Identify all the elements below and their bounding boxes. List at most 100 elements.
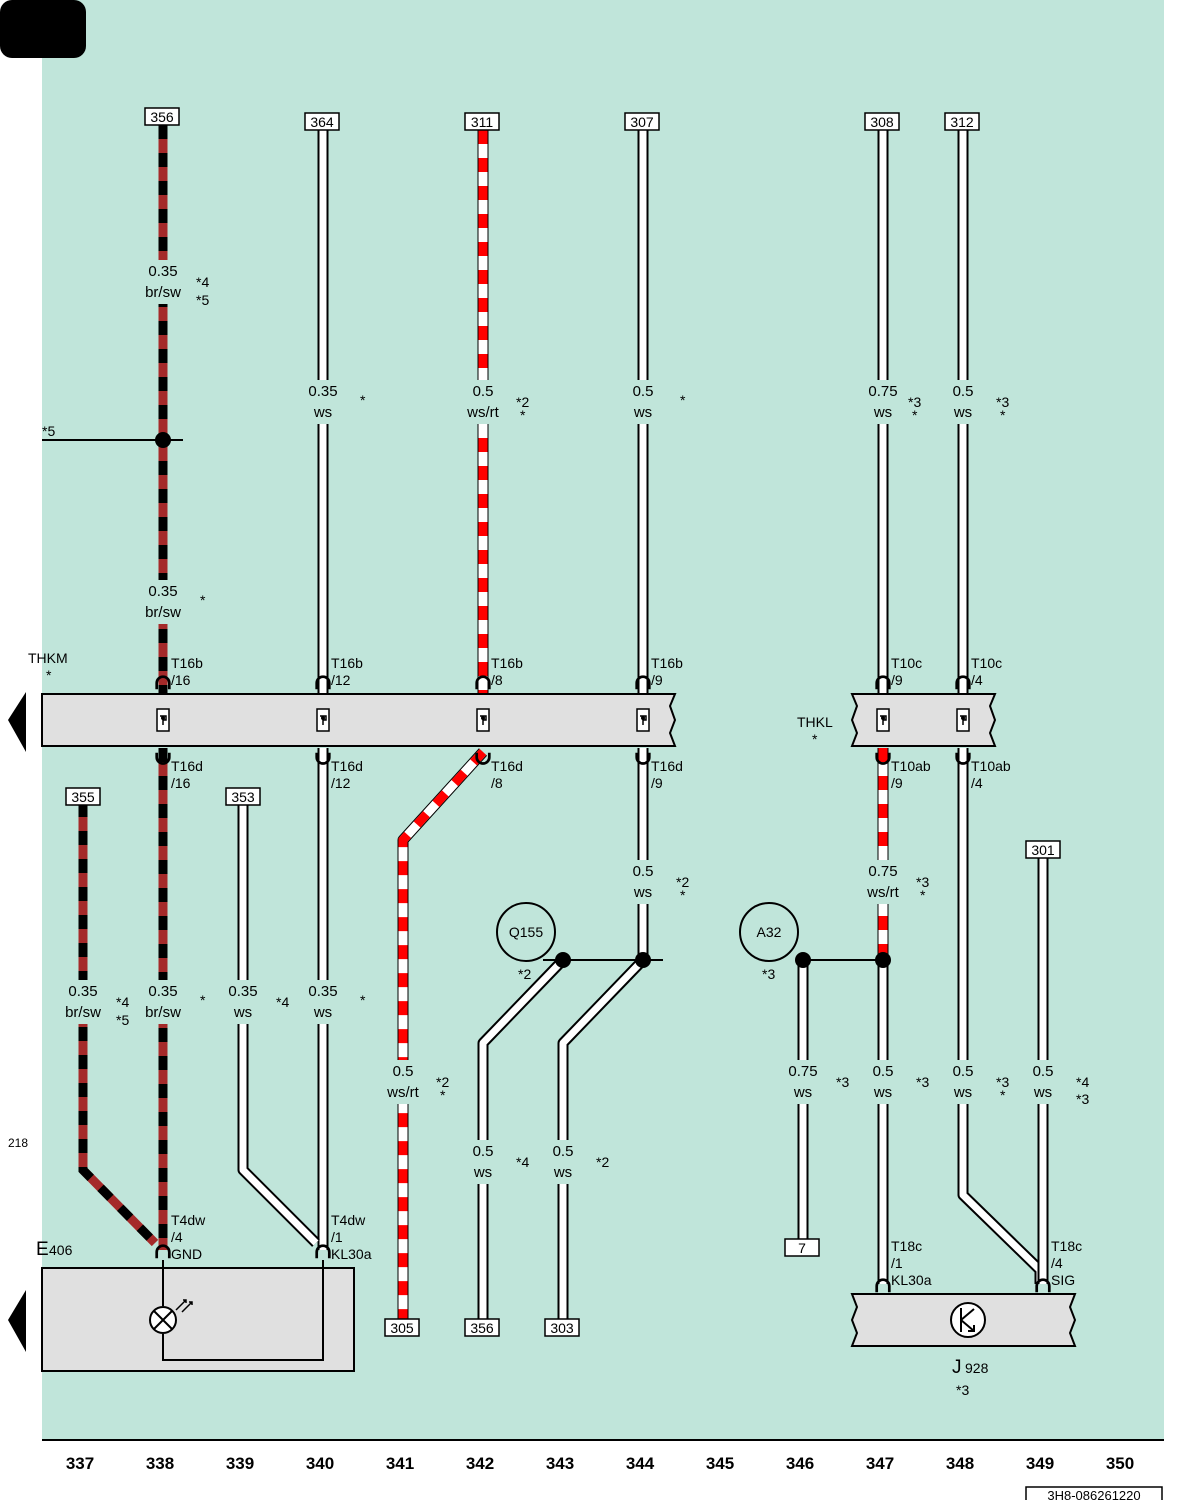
- label-backdrop: [461, 1140, 505, 1184]
- pin-label-p342b-connector: T16d: [491, 758, 523, 774]
- label-wire-347-lower-color: ws/rt: [866, 884, 899, 901]
- stub-356-bottom[interactable]: 356: [464, 1318, 500, 1337]
- label-backdrop: [861, 380, 905, 424]
- label-backdrop: [861, 860, 905, 904]
- stub-label: 7: [798, 1240, 806, 1256]
- label-backdrop: [541, 1140, 585, 1184]
- stub-303[interactable]: 303: [544, 1318, 580, 1337]
- pin-label-p340t-connector: T16b: [331, 655, 363, 671]
- label-wire-344-upper-color: ws: [633, 404, 652, 421]
- pin-label-p348b-pin: /4: [971, 775, 983, 791]
- label-wire-348-lower-color: ws: [953, 1084, 972, 1101]
- label-wire-339-color: ws: [233, 1004, 252, 1021]
- stub-311[interactable]: 311: [464, 112, 500, 131]
- stub-305[interactable]: 305: [384, 1318, 420, 1337]
- label-wire-347-upper-color: ws: [873, 404, 892, 421]
- pin-label-p348t-pin: /4: [971, 672, 983, 688]
- label-wire-344-upper-note: *: [680, 392, 686, 408]
- label-wire-339-size: 0.35: [228, 983, 257, 1000]
- label-wire-348-upper-color: ws: [953, 404, 972, 421]
- label-wire-348-lower-size: 0.5: [953, 1063, 974, 1080]
- label-wire-349-note: *4: [1076, 1074, 1089, 1090]
- label-wire-342-upper-color: ws/rt: [466, 404, 499, 421]
- stub-356-top[interactable]: 356: [144, 107, 180, 126]
- column-number: 338: [146, 1454, 174, 1473]
- label-wire-338-upper-color: br/sw: [145, 284, 181, 301]
- light-rays-icon: [175, 1299, 193, 1313]
- label-wire-348-upper-size: 0.5: [953, 383, 974, 400]
- stub-label: 355: [71, 789, 95, 805]
- label-wire-344-lower-note: *: [680, 887, 686, 903]
- label-backdrop: [621, 860, 665, 904]
- label-backdrop: [301, 380, 345, 424]
- stub-7[interactable]: 7: [784, 1238, 820, 1257]
- label-wire-348-upper-note: *3: [996, 394, 1009, 410]
- label-backdrop: [141, 980, 185, 1024]
- label-wire-344-lower-color: ws: [633, 884, 652, 901]
- label-wire-348-lower-note: *: [1000, 1087, 1006, 1103]
- stub-301[interactable]: 301: [1025, 840, 1061, 859]
- doc-id-box: [1025, 1486, 1163, 1500]
- left-arrow-thkm: [8, 692, 26, 752]
- connector-contact-icon: [876, 708, 890, 732]
- label-wire-346-size: 0.75: [788, 1063, 817, 1080]
- pin-label-p338b-pin: /16: [171, 775, 191, 791]
- label-wire-347-bottom-size: 0.5: [873, 1063, 894, 1080]
- pin-label-p344b-pin: /9: [651, 775, 663, 791]
- label-wire-338-upper-note: *4: [196, 274, 209, 290]
- wire-342-lower: [477, 956, 567, 1320]
- column-number: 337: [66, 1454, 94, 1473]
- stub-353[interactable]: 353: [225, 787, 261, 806]
- pin-label-p349j-pin: /4: [1051, 1255, 1063, 1271]
- label-wire-338-lower-color: br/sw: [145, 1004, 181, 1021]
- stub-355[interactable]: 355: [65, 787, 101, 806]
- label-wire-337-color: br/sw: [65, 1004, 101, 1021]
- label-backdrop: [381, 1060, 425, 1104]
- splice-344: [635, 952, 651, 968]
- pin-label-p338b-connector: T16d: [171, 758, 203, 774]
- label-backdrop: [861, 1060, 905, 1104]
- component-e406-letter: E: [36, 1239, 49, 1260]
- label-wire-343-note: *2: [596, 1154, 609, 1170]
- stub-364[interactable]: 364: [304, 112, 340, 131]
- column-number: 343: [546, 1454, 574, 1473]
- label-wire-337-size: 0.35: [68, 983, 97, 1000]
- label-backdrop: [941, 1060, 985, 1104]
- connector-contact-icon: [476, 708, 490, 732]
- label-wire-342-lower-size: 0.5: [473, 1143, 494, 1160]
- label-wire-338-upper-size: 0.35: [148, 263, 177, 280]
- label-wire-347-upper-note: *3: [908, 394, 921, 410]
- label-wire-342-upper-size: 0.5: [473, 383, 494, 400]
- label-wire-337-note: *4: [116, 994, 129, 1010]
- stub-label: 301: [1031, 842, 1055, 858]
- label-wire-344-lower-note: *2: [676, 874, 689, 890]
- pin-label-p342b-pin: /8: [491, 775, 503, 791]
- label-backdrop: [941, 380, 985, 424]
- stub-label: 311: [471, 114, 494, 130]
- label-wire-340-lower-note: *: [360, 992, 366, 1008]
- label-backdrop: [221, 980, 265, 1024]
- left-arrow-e406: [8, 1290, 26, 1352]
- pin-label-p342t-connector: T16b: [491, 655, 523, 671]
- stub-312[interactable]: 312: [944, 112, 980, 131]
- pin-label-p338t-pin: /16: [171, 672, 191, 688]
- label-wire-338-lower-size: 0.35: [148, 983, 177, 1000]
- side-ref-mark: *5: [42, 423, 55, 439]
- component-q155-note: *2: [518, 966, 531, 982]
- splice-343: [555, 952, 571, 968]
- connector-thkm-label: THKM: [28, 650, 68, 666]
- component-a32-note: *3: [762, 966, 775, 982]
- stub-307[interactable]: 307: [624, 112, 660, 131]
- pin-label-p344t-connector: T16b: [651, 655, 683, 671]
- connector-contact-icon: [156, 708, 170, 732]
- pin-label-p347b-connector: T10ab: [891, 758, 931, 774]
- label-backdrop: [141, 260, 185, 304]
- side-ref-number: 218: [8, 1136, 28, 1150]
- wire-337: [78, 803, 159, 1247]
- connector-thkm-note: *: [46, 667, 52, 683]
- label-wire-342-lower-note: *4: [516, 1154, 529, 1170]
- stub-308[interactable]: 308: [864, 112, 900, 131]
- component-q155-label: Q155: [509, 924, 543, 940]
- pin-label-p340t-pin: /12: [331, 672, 351, 688]
- connector-thkl-note: *: [812, 731, 818, 747]
